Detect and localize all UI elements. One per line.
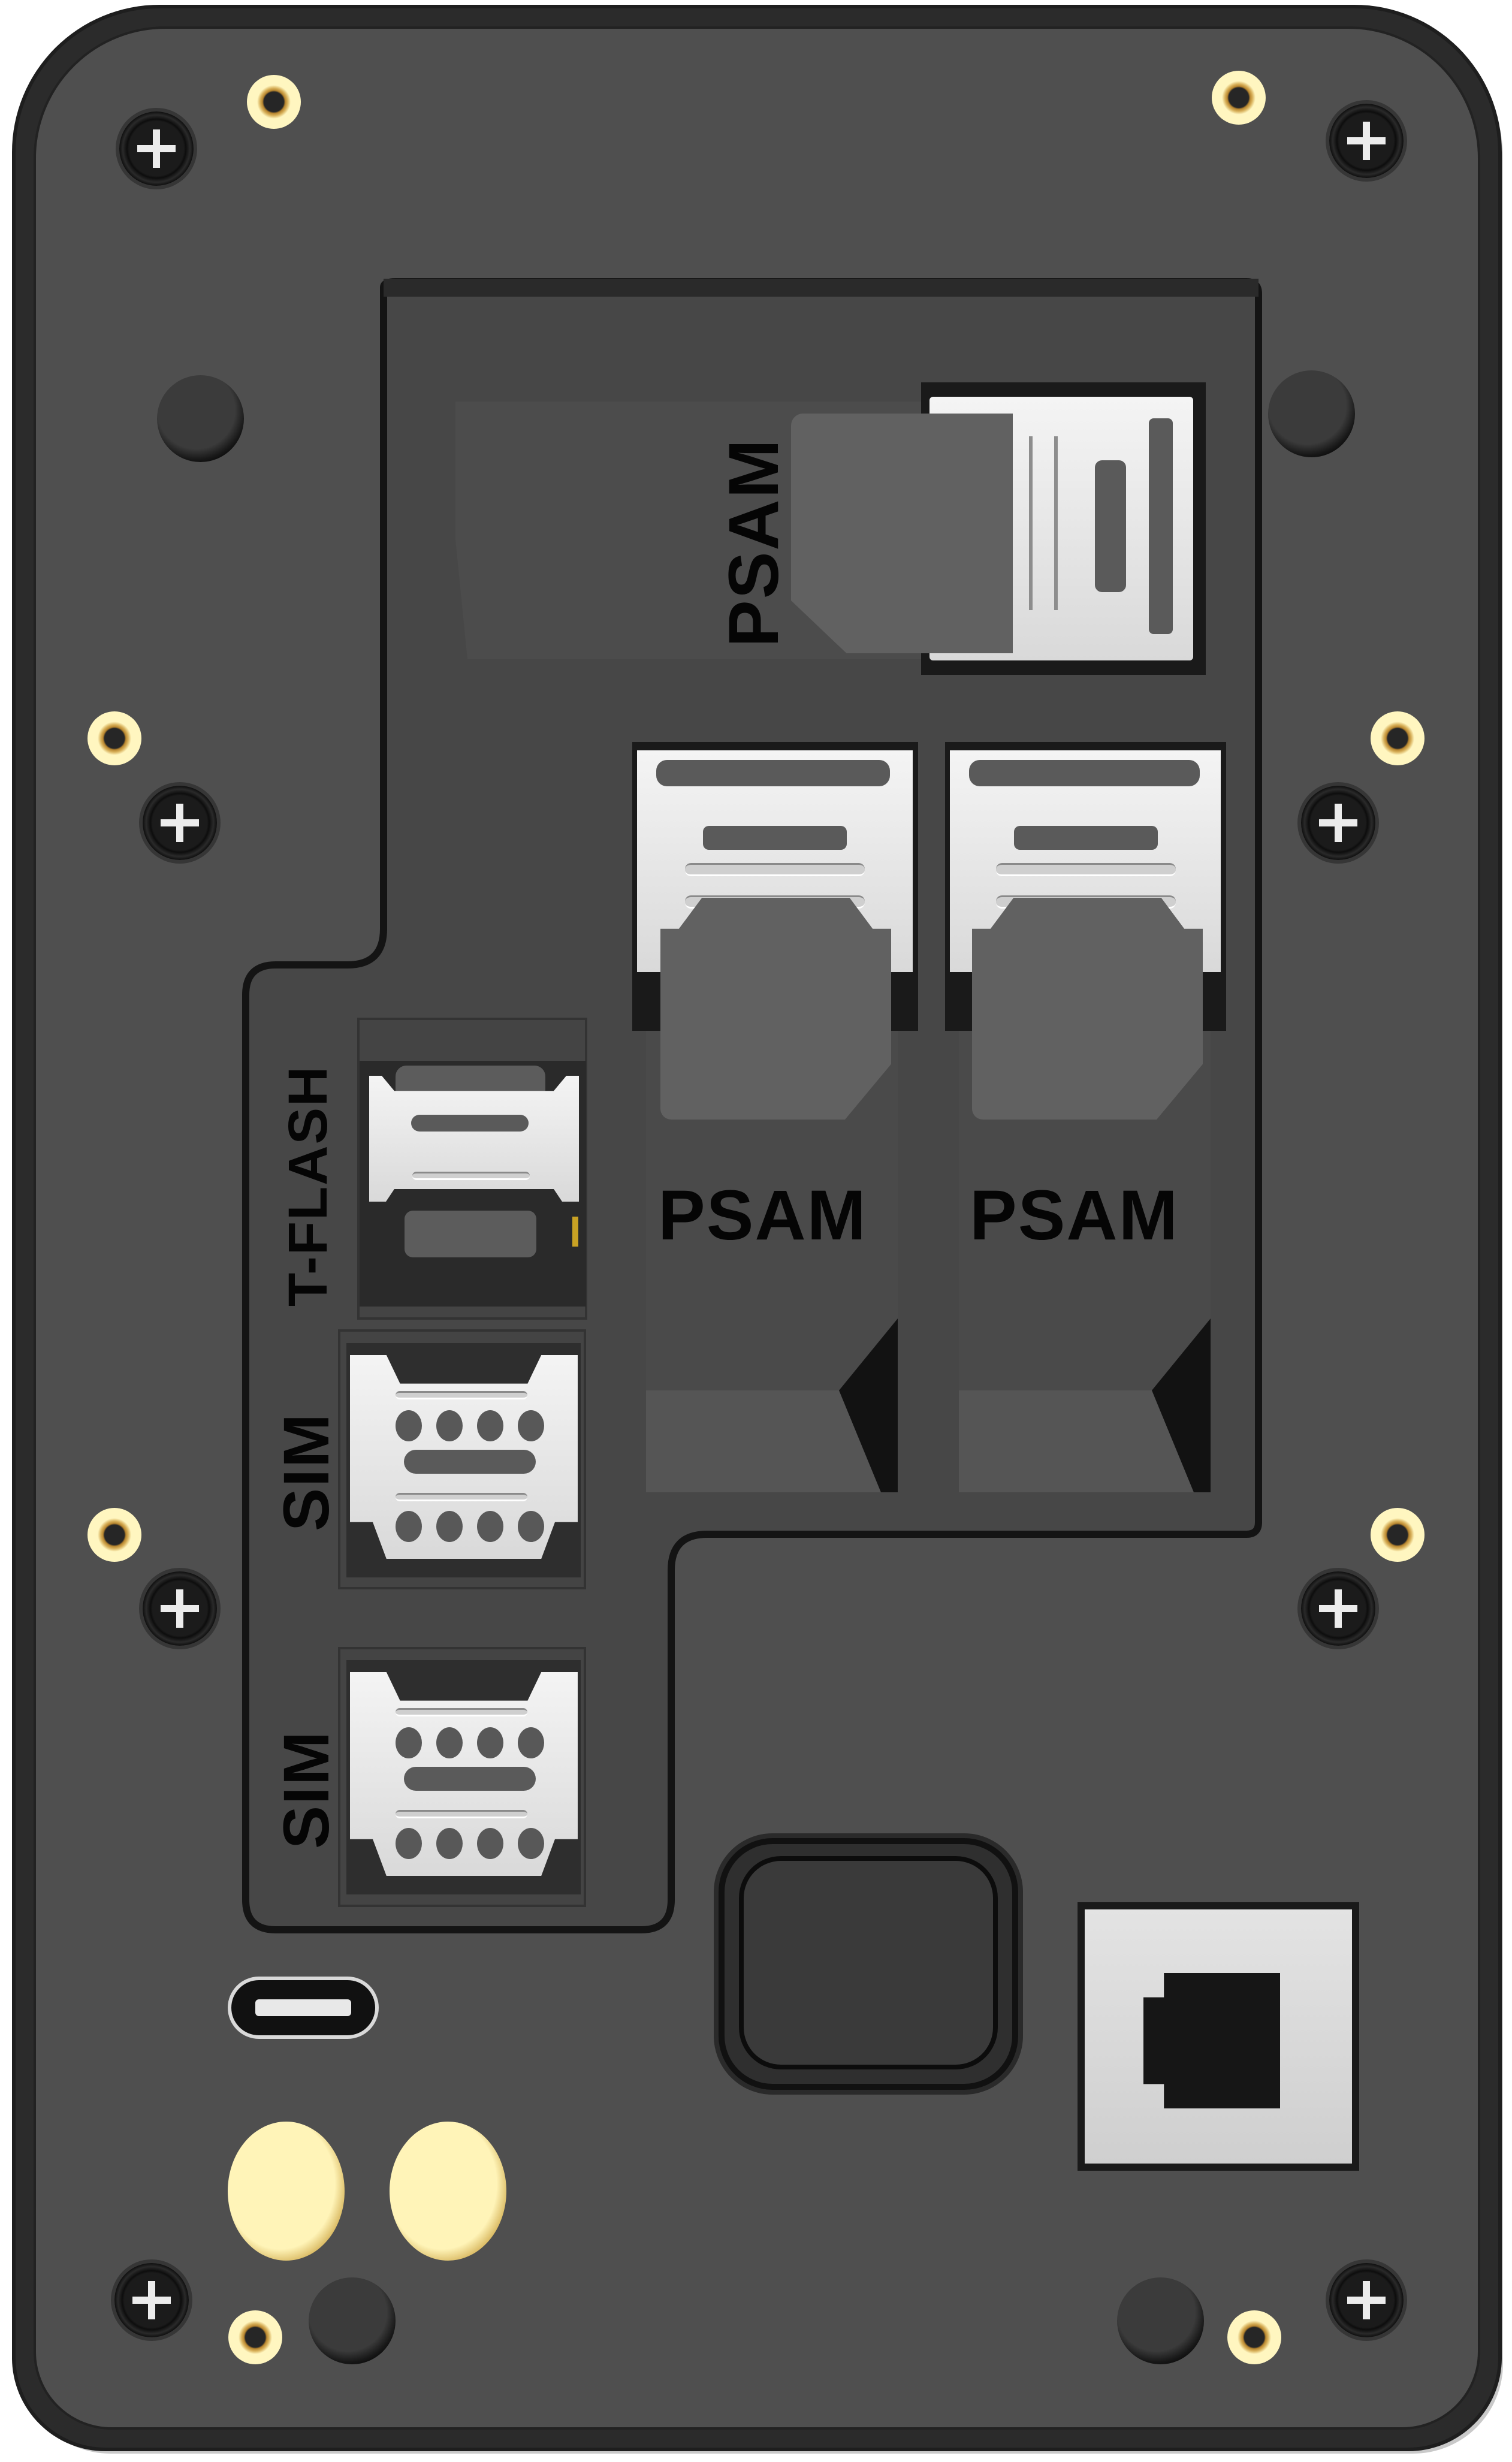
sim1-contact-hole — [396, 1511, 422, 1542]
sim2-contact-hole — [396, 1727, 422, 1758]
mount-hole — [309, 2277, 396, 2364]
psam-left-top-recess — [656, 760, 890, 786]
threaded-insert — [1212, 71, 1266, 125]
phillips-screw — [1301, 786, 1375, 860]
push-button[interactable] — [719, 1838, 1018, 2090]
sim1-contact-hole — [477, 1511, 503, 1542]
tflash-label: T-FLASH — [277, 1065, 339, 1307]
mount-hole — [1117, 2277, 1204, 2364]
psam-top-groove-1 — [1029, 436, 1033, 610]
sim2-contact-hole — [477, 1727, 503, 1758]
tflash-groove — [412, 1172, 530, 1180]
psam-top-groove-2 — [1054, 436, 1058, 610]
psam-left-label: PSAM — [658, 1176, 867, 1255]
psam-left-window — [703, 826, 847, 850]
tflash-card-bottom — [405, 1211, 536, 1257]
sim2-contact-hole — [518, 1828, 544, 1859]
threaded-insert — [87, 711, 141, 765]
phillips-screw — [1301, 1571, 1375, 1646]
push-button-face — [739, 1856, 998, 2069]
psam-right-top-recess — [969, 760, 1200, 786]
antenna-connector-1[interactable] — [228, 2122, 345, 2261]
threaded-insert — [247, 75, 301, 129]
sim1-contact-hole — [477, 1410, 503, 1441]
sim2-contact-hole — [396, 1828, 422, 1859]
psam-top-card-recess — [1149, 418, 1173, 634]
usb-c-port[interactable] — [231, 1980, 375, 2035]
sim2-contact-hole — [436, 1828, 463, 1859]
sim2-contact-hole — [518, 1727, 544, 1758]
ethernet-port-socket — [1143, 1973, 1280, 2108]
phillips-screw — [143, 786, 217, 860]
threaded-insert — [228, 2310, 282, 2364]
antenna-connector-2[interactable] — [390, 2122, 506, 2261]
usb-c-port-tongue — [255, 1999, 351, 2016]
threaded-insert — [1227, 2310, 1281, 2364]
psam-right-label: PSAM — [970, 1176, 1179, 1255]
mount-hole — [1268, 370, 1355, 457]
sim1-contact-hole — [436, 1511, 463, 1542]
sim2-label: SIM — [270, 1730, 342, 1849]
phillips-screw — [1329, 104, 1404, 178]
phillips-screw — [143, 1571, 217, 1646]
threaded-insert — [1371, 1508, 1425, 1562]
sim1-groove-bottom — [396, 1493, 527, 1501]
sim1-window — [404, 1450, 536, 1474]
threaded-insert — [87, 1508, 141, 1562]
sim1-groove-top — [396, 1391, 527, 1399]
threaded-insert — [1371, 711, 1425, 765]
sim2-window — [404, 1767, 536, 1791]
sim1-contact-hole — [436, 1410, 463, 1441]
psam-right-groove-1 — [996, 863, 1176, 876]
ethernet-port[interactable] — [1078, 1902, 1359, 2171]
sim2-contact-hole — [436, 1727, 463, 1758]
phillips-screw — [114, 2263, 189, 2337]
sim1-contact-hole — [396, 1410, 422, 1441]
psam-top-card[interactable] — [791, 414, 1013, 653]
psam-left-card[interactable] — [660, 898, 891, 1120]
tflash-gold-pin-right — [572, 1217, 578, 1247]
psam-top-window — [1095, 460, 1126, 592]
psam-right-card[interactable] — [972, 898, 1203, 1120]
psam-left-groove-1 — [685, 863, 865, 876]
tflash-slot[interactable] — [360, 1061, 586, 1307]
sim1-contact-hole — [518, 1511, 544, 1542]
tflash-holder — [369, 1076, 579, 1202]
sim2-contact-hole — [477, 1828, 503, 1859]
mount-hole — [157, 375, 244, 462]
tflash-window — [411, 1115, 529, 1132]
sim1-slot[interactable] — [346, 1343, 581, 1577]
sim1-contact-hole — [518, 1410, 544, 1441]
phillips-screw — [119, 111, 194, 186]
sim2-groove-top — [396, 1708, 527, 1716]
sim2-groove-bottom — [396, 1810, 527, 1818]
phillips-screw — [1329, 2263, 1404, 2337]
sim1-label: SIM — [270, 1412, 342, 1531]
psam-top-label: PSAM — [714, 438, 793, 647]
sim2-slot[interactable] — [346, 1660, 581, 1894]
psam-right-window — [1014, 826, 1158, 850]
